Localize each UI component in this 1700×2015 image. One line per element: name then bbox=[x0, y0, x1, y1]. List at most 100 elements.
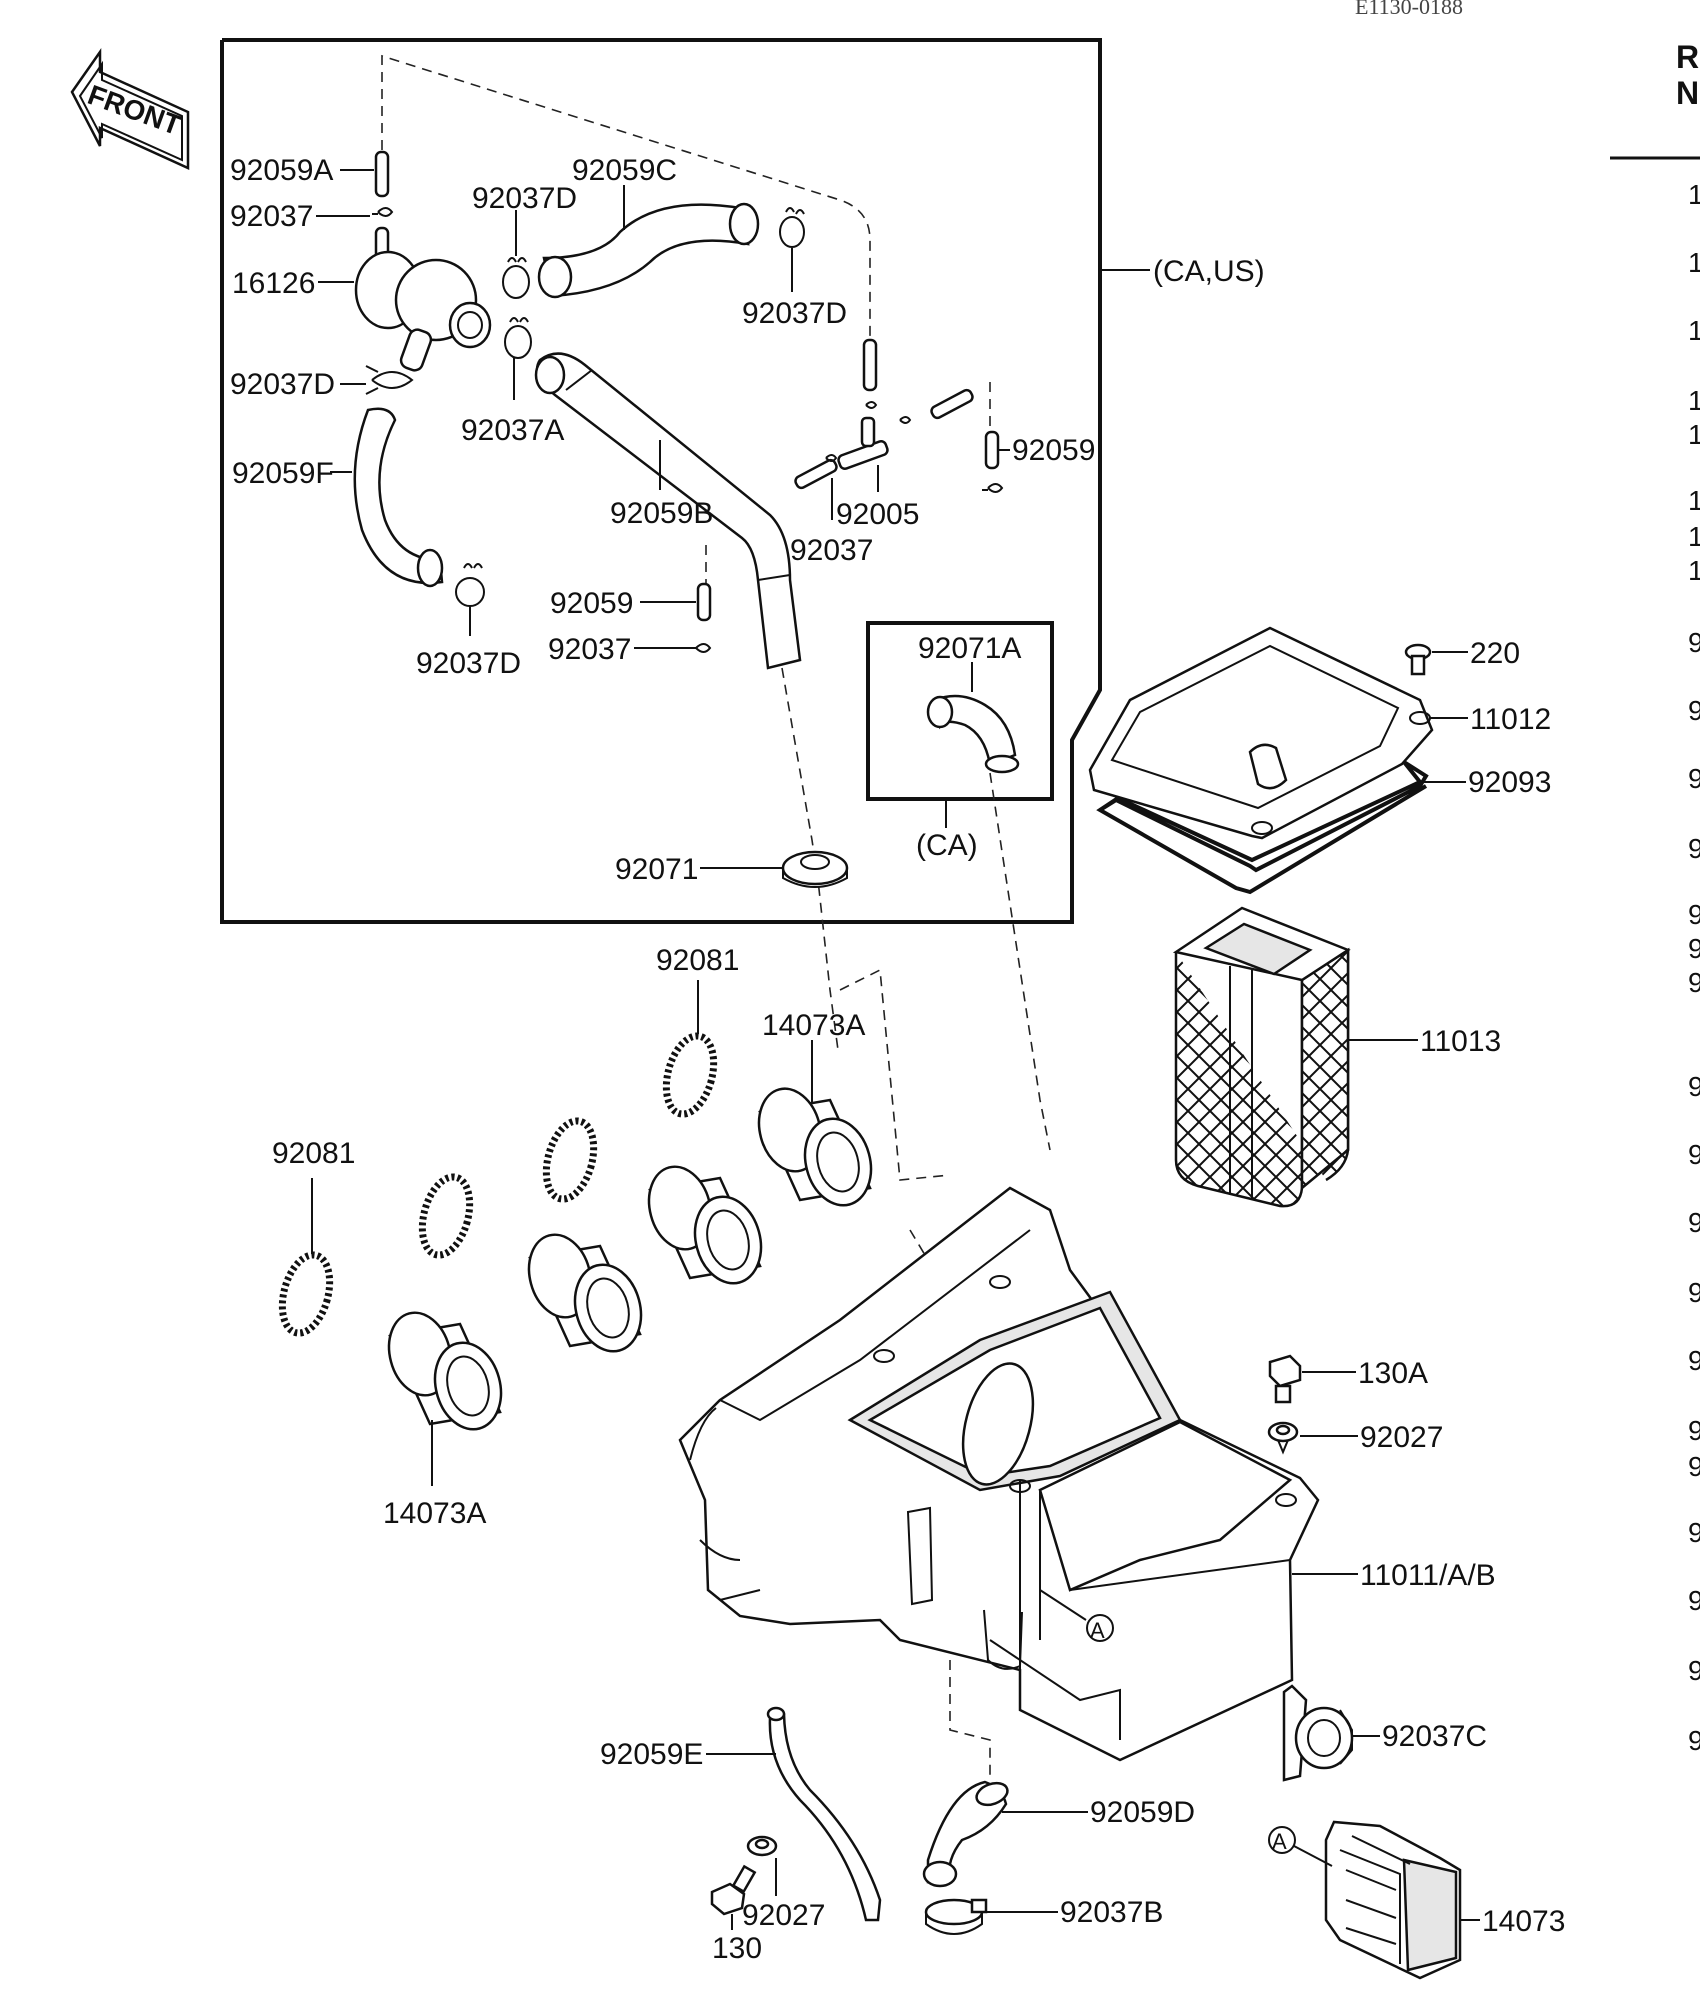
clip-92037d-bottom bbox=[455, 563, 485, 607]
reed-valve-16126 bbox=[354, 226, 492, 372]
callout-92037d-bottom: 92037D bbox=[416, 647, 521, 680]
callout-92081-top: 92081 bbox=[656, 944, 739, 977]
right-column-digit: 9 bbox=[1688, 1585, 1700, 1616]
callout-92037d-upper: 92037D bbox=[472, 182, 577, 215]
intake-ducts-14073a bbox=[387, 1087, 873, 1431]
bolt-130-icon bbox=[710, 1864, 757, 1916]
front-arrow-icon: FRONT bbox=[70, 48, 190, 170]
right-column-header-line1: R bbox=[1676, 39, 1699, 75]
right-column-header-line2: N bbox=[1676, 75, 1699, 111]
clip-92037d-right bbox=[779, 207, 805, 248]
air-cleaner-housing-11011 bbox=[678, 1186, 1320, 1762]
washer-92027-right-icon bbox=[1267, 1421, 1299, 1455]
hose-92059c bbox=[542, 203, 750, 298]
callout-130a: 130A bbox=[1358, 1357, 1428, 1390]
callout-92037d-left: 92037D bbox=[230, 368, 335, 401]
callout-92081-left: 92081 bbox=[272, 1137, 355, 1170]
gasket-92093 bbox=[1096, 760, 1429, 895]
ca-us-region-label: (CA,US) bbox=[1153, 255, 1265, 288]
right-column-digit: 1 bbox=[1688, 555, 1700, 586]
callout-92059c: 92059C bbox=[572, 154, 677, 187]
cover-11012 bbox=[1088, 626, 1434, 840]
callout-92059f: 92059F bbox=[232, 457, 334, 490]
callout-92093: 92093 bbox=[1468, 766, 1551, 799]
svg-text:A: A bbox=[1090, 1618, 1105, 1643]
callout-92037c: 92037C bbox=[1382, 1720, 1487, 1753]
washer-92027-bottom-icon bbox=[746, 1835, 778, 1857]
right-column-digit: 9 bbox=[1688, 627, 1700, 658]
ca-us-region-border bbox=[220, 38, 1102, 924]
right-column-digit: 9 bbox=[1688, 967, 1700, 998]
drain-hose-92059e bbox=[766, 1706, 882, 1922]
right-column-digit: 1 bbox=[1688, 385, 1700, 416]
grommet-92071 bbox=[781, 850, 849, 888]
callout-14073a-bottom: 14073A bbox=[383, 1497, 486, 1530]
callout-92037-mid: 92037 bbox=[790, 534, 873, 567]
right-column-digit: 9 bbox=[1688, 1655, 1700, 1686]
right-column-digit: 9 bbox=[1688, 1725, 1700, 1756]
right-column-digit: 1 bbox=[1688, 315, 1700, 346]
callout-92037-low: 92037 bbox=[548, 633, 631, 666]
clip-92037d-upper bbox=[502, 257, 530, 299]
callout-92037-top: 92037 bbox=[230, 200, 313, 233]
screw-220-icon bbox=[1404, 643, 1432, 676]
callout-92071a: 92071A bbox=[918, 632, 1021, 665]
right-column-digit: 9 bbox=[1688, 1071, 1700, 1102]
drawing-code: E1130-0188 bbox=[1355, 0, 1463, 19]
callout-92059e: 92059E bbox=[600, 1738, 703, 1771]
callout-11013: 11013 bbox=[1420, 1025, 1501, 1058]
right-column-digit: 9 bbox=[1688, 899, 1700, 930]
callout-14073: 14073 bbox=[1482, 1905, 1565, 1938]
hose-92059-low bbox=[696, 582, 712, 622]
callout-92059d: 92059D bbox=[1090, 1796, 1195, 1829]
callout-220: 220 bbox=[1470, 637, 1520, 670]
routing-dashed-lines bbox=[381, 54, 1051, 1780]
callout-14073a-top: 14073A bbox=[762, 1009, 865, 1042]
callout-92037a: 92037A bbox=[461, 414, 564, 447]
marker-a-housing: A bbox=[1039, 1589, 1114, 1643]
drain-cap-92059d bbox=[922, 1780, 1009, 1888]
callout-92059b: 92059B bbox=[610, 497, 713, 530]
right-column-digit: 9 bbox=[1688, 833, 1700, 864]
right-column-digit: 9 bbox=[1688, 695, 1700, 726]
duct-14073 bbox=[1324, 1820, 1462, 1980]
callout-92059-right: 92059 bbox=[1012, 434, 1095, 467]
clip-92037-low bbox=[690, 643, 712, 653]
elbow-92071a bbox=[926, 694, 1020, 774]
clamp-92037b bbox=[924, 1898, 988, 1935]
right-column-digit: 9 bbox=[1688, 1415, 1700, 1446]
callout-11011: 11011/A/B bbox=[1360, 1559, 1496, 1592]
right-column-digit: 1 bbox=[1688, 247, 1700, 278]
ca-region-label: (CA) bbox=[916, 829, 978, 862]
t-joint-92005 bbox=[794, 338, 974, 490]
svg-text:A: A bbox=[1272, 1829, 1287, 1854]
clamp-92037c bbox=[1282, 1684, 1354, 1782]
right-column-digit: 1 bbox=[1688, 485, 1700, 516]
clip-92037-top bbox=[372, 207, 394, 217]
ca-region-border bbox=[866, 621, 1054, 801]
hose-92059-right bbox=[984, 430, 1000, 470]
right-column-digit: 1 bbox=[1688, 521, 1700, 552]
callout-92071: 92071 bbox=[615, 853, 698, 886]
filter-element-11013 bbox=[1172, 906, 1351, 1208]
right-column-digit: 9 bbox=[1688, 1277, 1700, 1308]
hose-92059a bbox=[374, 150, 390, 198]
right-column-digit: 9 bbox=[1688, 1345, 1700, 1376]
callout-92005: 92005 bbox=[836, 498, 919, 531]
clip-92037a bbox=[504, 317, 532, 359]
right-column-digit: 9 bbox=[1688, 1139, 1700, 1170]
right-column-digit: 9 bbox=[1688, 1517, 1700, 1548]
marker-a-duct: A bbox=[1268, 1826, 1333, 1867]
right-column-digit: 9 bbox=[1688, 763, 1700, 794]
callout-92027-bottom: 92027 bbox=[742, 1899, 825, 1932]
callout-92059a: 92059A bbox=[230, 154, 333, 187]
callout-92027-right: 92027 bbox=[1360, 1421, 1443, 1454]
callout-11012: 11012 bbox=[1470, 703, 1551, 736]
bolt-130a-icon bbox=[1268, 1354, 1302, 1404]
right-column-digit: 1 bbox=[1688, 179, 1700, 210]
clip-92037d-left bbox=[365, 365, 414, 395]
right-column-digit: 9 bbox=[1688, 1451, 1700, 1482]
callout-92037b: 92037B bbox=[1060, 1896, 1163, 1929]
